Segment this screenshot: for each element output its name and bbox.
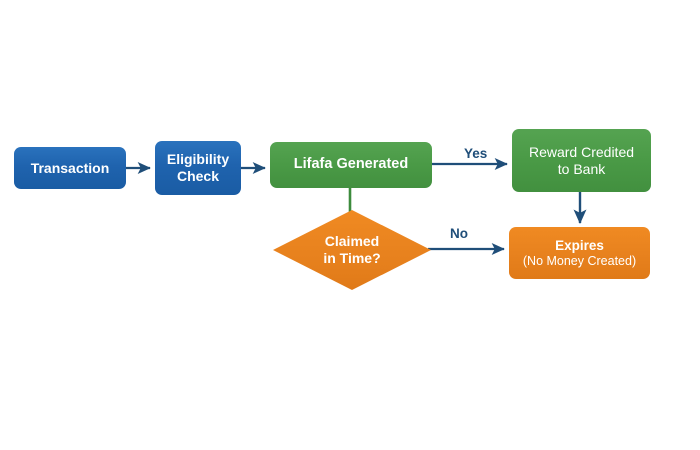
node-expires[interactable]: Expires (No Money Created) <box>509 227 650 279</box>
node-claimed-in-time[interactable]: Claimed in Time? <box>272 209 432 291</box>
node-expires-sublabel: (No Money Created) <box>522 253 637 268</box>
node-reward-credited-sublabel: to Bank <box>557 160 606 177</box>
node-eligibility-check-label: Eligibility <box>166 151 230 168</box>
edge-label-no: No <box>450 226 468 241</box>
node-reward-credited-label: Reward Credited <box>528 143 635 160</box>
node-expires-label: Expires <box>555 237 604 253</box>
node-lifafa-generated[interactable]: Lifafa Generated <box>270 142 432 188</box>
node-transaction[interactable]: Transaction <box>14 147 126 189</box>
node-eligibility-check-sublabel: Check <box>176 168 219 184</box>
node-reward-credited[interactable]: Reward Credited to Bank <box>512 129 651 192</box>
diamond-shape-icon <box>273 210 431 290</box>
node-eligibility-check[interactable]: Eligibility Check <box>155 141 241 195</box>
edge-label-yes: Yes <box>464 146 488 161</box>
node-lifafa-generated-label: Lifafa Generated <box>293 156 409 173</box>
node-transaction-label: Transaction <box>30 159 110 176</box>
